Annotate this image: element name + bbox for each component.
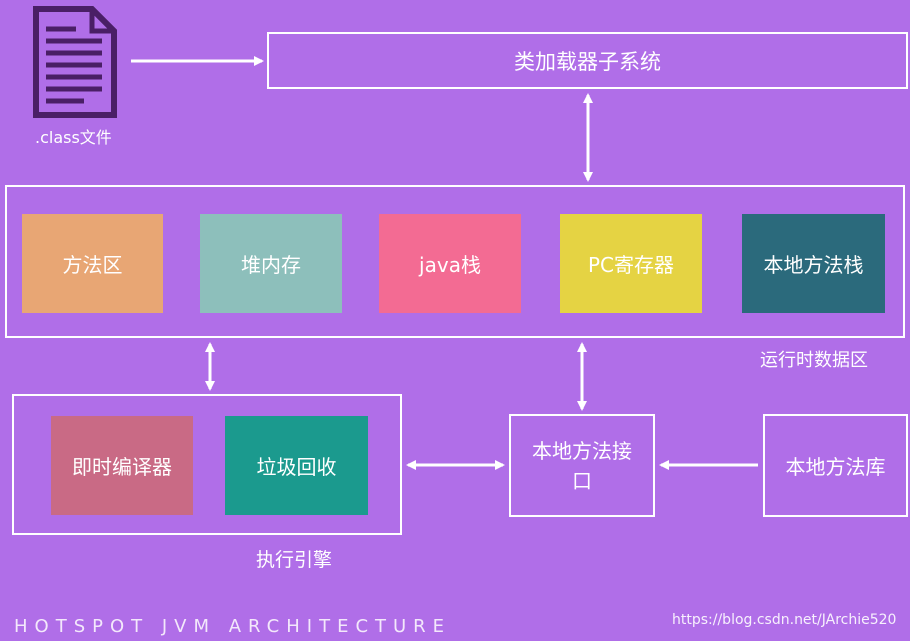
native-method-library <box>763 414 908 517</box>
garbage-collection-block: 垃圾回收 <box>225 416 368 515</box>
method-area-block: 方法区 <box>22 214 163 313</box>
class-file-label: .class文件 <box>35 128 112 147</box>
native-library-label: 本地方法库 <box>785 455 886 479</box>
runtime-area-label: 运行时数据区 <box>760 350 868 371</box>
pc-register-block: PC寄存器 <box>560 214 702 313</box>
watermark: https://blog.csdn.net/JArchie520 <box>672 612 897 628</box>
heap-block: 堆内存 <box>200 214 342 313</box>
jit-compiler-block: 即时编译器 <box>51 416 193 515</box>
native-method-stack-block: 本地方法栈 <box>742 214 885 313</box>
execution-engine-label: 执行引擎 <box>256 549 333 571</box>
execution-engine <box>12 394 402 535</box>
java-stack-block: java栈 <box>379 214 521 313</box>
footer-title: HOTSPOT JVM ARCHITECTURE <box>14 616 452 637</box>
runtime-data-area <box>5 185 905 338</box>
class-file-icon <box>32 5 118 119</box>
native-method-interface <box>509 414 655 517</box>
class-loader-subsystem <box>267 32 908 89</box>
native-interface-label: 本地方法接 口 <box>532 438 632 493</box>
class-loader-label: 类加载器子系统 <box>514 49 661 74</box>
